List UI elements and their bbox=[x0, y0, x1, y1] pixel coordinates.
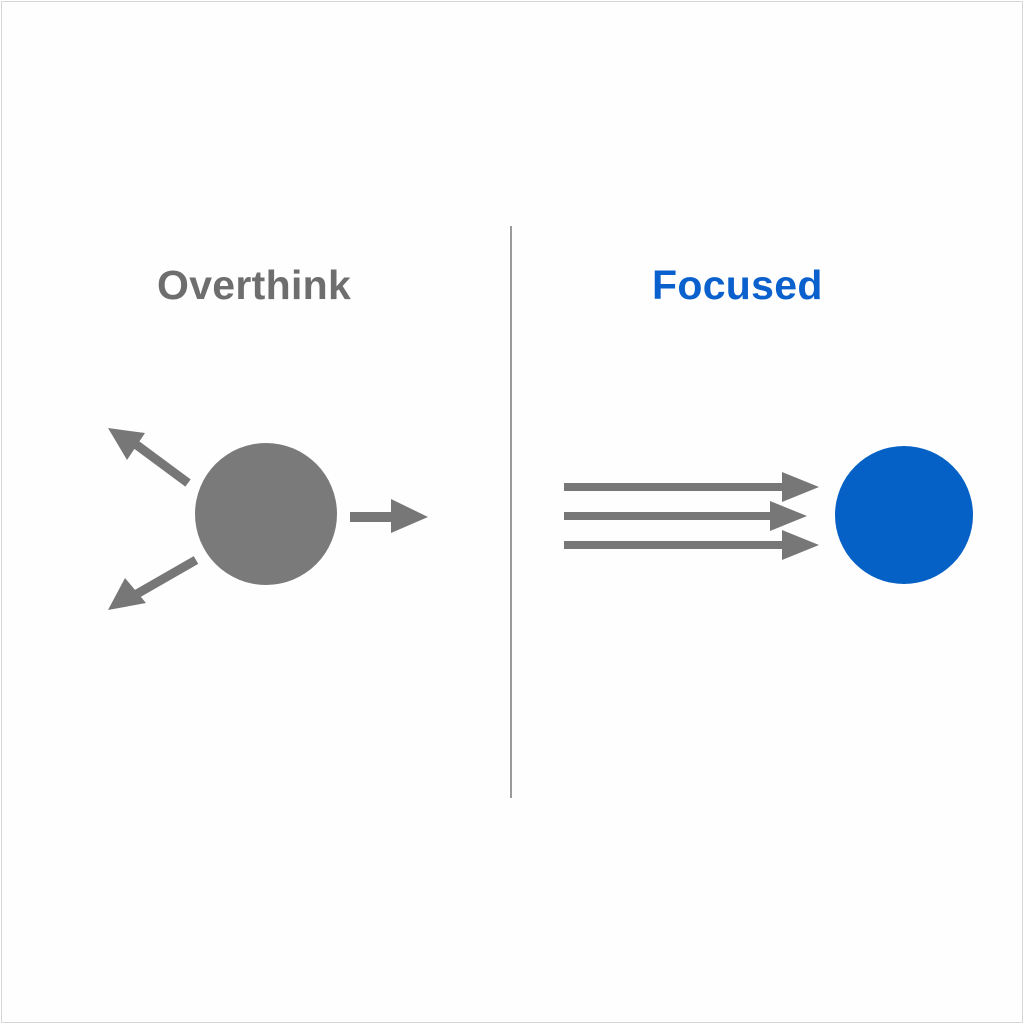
overthink-title: Overthink bbox=[157, 262, 352, 308]
focused-diagram bbox=[564, 446, 973, 584]
parallel-arrow-3-icon bbox=[564, 530, 819, 560]
overthink-node-circle bbox=[195, 443, 337, 585]
arrow-right-icon bbox=[350, 499, 428, 533]
parallel-arrow-2-icon bbox=[564, 501, 807, 531]
overthink-diagram bbox=[108, 428, 428, 610]
focused-title: Focused bbox=[652, 262, 823, 308]
arrow-down-left-icon bbox=[108, 556, 199, 610]
center-divider bbox=[510, 226, 512, 798]
focused-node-circle bbox=[835, 446, 973, 584]
parallel-arrow-1-icon bbox=[564, 472, 819, 502]
arrow-up-left-icon bbox=[108, 428, 191, 487]
